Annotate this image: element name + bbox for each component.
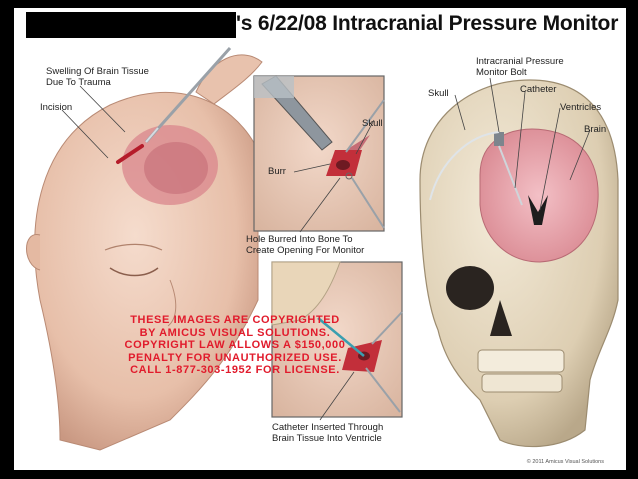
- copyright-watermark: These Images Are Copyrighted By Amicus V…: [100, 314, 370, 377]
- patient-head: [26, 47, 263, 451]
- inset-catheter: [271, 261, 403, 418]
- watermark-line: These Images Are Copyrighted: [130, 314, 340, 326]
- label-catheter-insert: Catheter Inserted Through Brain Tissue I…: [272, 422, 384, 444]
- label-icp-bolt: Intracranial Pressure Monitor Bolt: [476, 56, 564, 78]
- watermark-line: Penalty For Unauthorized Use.: [128, 351, 342, 364]
- label-hole: Hole Burred Into Bone To Create Opening …: [246, 234, 365, 256]
- label-catheter: Catheter: [520, 84, 557, 95]
- label-skull-right: Skull: [428, 88, 449, 99]
- page-title: 's 6/22/08 Intracranial Pressure Monitor: [236, 12, 619, 35]
- redaction-bar: [26, 12, 236, 38]
- watermark-line: By Amicus Visual Solutions.: [139, 326, 331, 339]
- label-burr: Burr: [268, 166, 286, 177]
- inset-burr: [253, 75, 385, 232]
- copyright-footer: © 2011 Amicus Visual Solutions: [526, 459, 604, 465]
- label-skull-inset: Skull: [362, 118, 383, 129]
- label-incision: Incision: [40, 102, 73, 113]
- label-swelling: Swelling Of Brain Tissue Due To Trauma: [46, 66, 149, 88]
- skull-cross-section: [419, 79, 619, 448]
- watermark-line: Copyright Law Allows A $150,000: [124, 339, 346, 351]
- label-brain: Brain: [584, 124, 607, 135]
- leader-lines: [61, 77, 591, 421]
- label-ventricles: Ventricles: [560, 102, 602, 113]
- watermark-line: Call 1-877-303-1952 For License.: [130, 364, 340, 376]
